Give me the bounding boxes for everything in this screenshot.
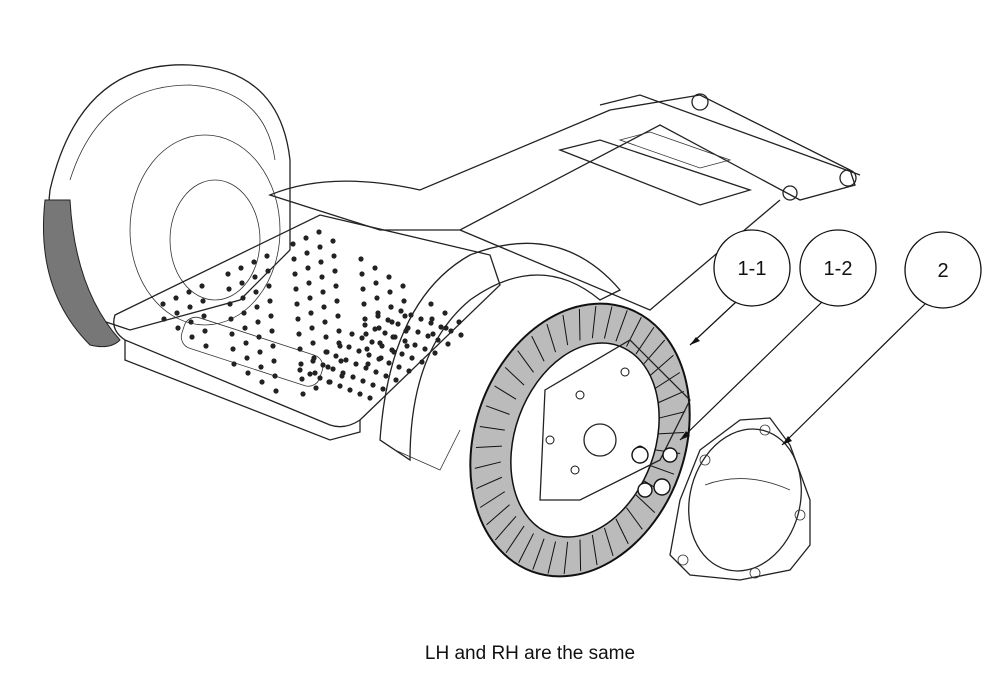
right-wheel: [379, 242, 691, 578]
caption: LH and RH are the same: [424, 643, 636, 664]
frame: [268, 93, 861, 311]
callout-1-1: 1-1: [689, 229, 791, 346]
hub-cover: [669, 417, 811, 581]
callout-label: 1-1: [738, 258, 767, 280]
callout-label: 1-2: [824, 258, 853, 280]
callout-1-2: 1-2: [679, 229, 877, 441]
left-wheel: [42, 64, 291, 348]
callout-label: 2: [937, 260, 948, 282]
callout-2: 2: [781, 231, 982, 446]
foot-platform: [113, 214, 501, 441]
